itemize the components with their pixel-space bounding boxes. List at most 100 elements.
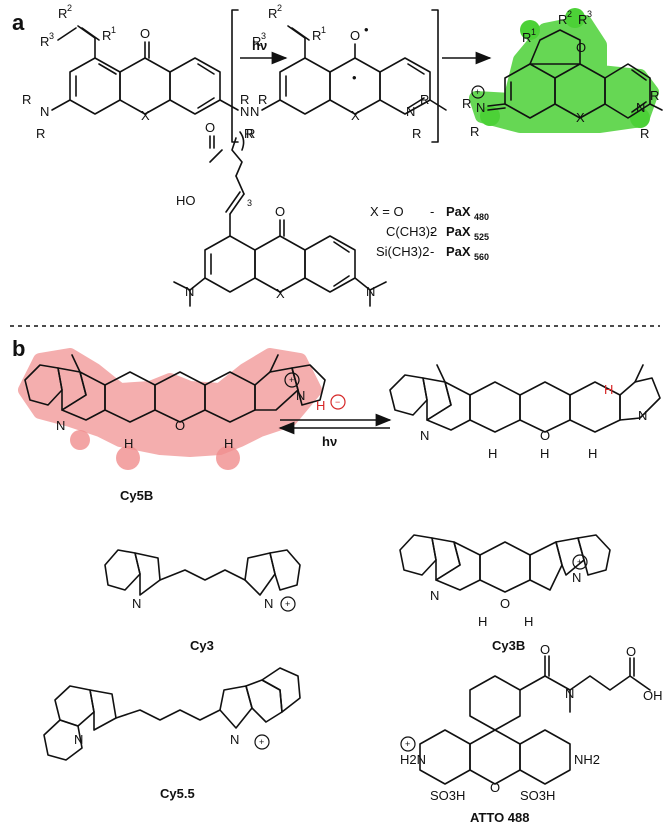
plus-charge-circle — [254, 734, 270, 750]
atom-r: R — [640, 126, 649, 141]
atom-r2: R — [58, 6, 67, 21]
pax560-sub: 560 — [474, 252, 489, 262]
atom-h: H — [588, 446, 597, 461]
oh-label: OH — [643, 688, 663, 703]
so3h-label: SO3H — [430, 788, 465, 803]
hv-label: hν — [252, 38, 267, 53]
x-equals-label: X = O — [370, 204, 404, 219]
dash: - — [430, 224, 434, 239]
plus-sign: + — [285, 599, 290, 609]
atom-r: R — [246, 126, 255, 141]
minus-sign: − — [335, 397, 340, 407]
dash: - — [430, 244, 434, 259]
atom-n-plus: N — [230, 732, 239, 747]
atom-r3: R — [578, 12, 587, 27]
atom-h: H — [488, 446, 497, 461]
atom-r: R — [22, 92, 31, 107]
ho-label: HO — [176, 193, 196, 208]
caption-cy3b: Cy3B — [492, 638, 525, 653]
atom-n-plus: N — [476, 100, 485, 115]
atom-o: O — [140, 26, 150, 41]
atom-r2-sup: 2 — [67, 3, 72, 13]
atom-n-right: N — [240, 104, 249, 119]
atom-n: N — [636, 100, 645, 115]
subscript-3: 3 — [247, 198, 252, 208]
atom-x: X — [141, 108, 150, 123]
atom-o: O — [576, 40, 586, 55]
xanthene-product — [487, 29, 663, 119]
bracket-right — [431, 9, 439, 143]
atom-n: N — [185, 284, 194, 299]
radical-dot: • — [364, 22, 369, 37]
atom-n: N — [430, 588, 439, 603]
atom-r: R — [412, 126, 421, 141]
atom-r3-sup: 3 — [49, 31, 54, 41]
atom-o: O — [275, 204, 285, 219]
atom-o: O — [540, 642, 550, 657]
atom-r: R — [258, 92, 267, 107]
atom-r: R — [650, 88, 659, 103]
minus-charge-circle — [330, 394, 346, 410]
plus-sign: + — [259, 737, 264, 747]
cy3-structure — [104, 549, 301, 596]
atom-r1-sup: 1 — [321, 25, 326, 35]
atom-n: N — [250, 104, 259, 119]
atom-n: N — [420, 428, 429, 443]
atom-r1: R — [522, 30, 531, 45]
pax525-name: PaX — [446, 224, 471, 239]
atom-r: R — [470, 124, 479, 139]
atom-h: H — [124, 436, 133, 451]
atom-n: N — [74, 732, 83, 747]
atom-r: R — [240, 92, 249, 107]
atom-n: N — [366, 284, 375, 299]
panel-a-label: a — [12, 10, 25, 35]
atom-r2-sup: 2 — [277, 3, 282, 13]
atom-r1-sup: 1 — [111, 25, 116, 35]
atom-o: O — [205, 120, 215, 135]
atom-r1: R — [312, 28, 321, 43]
pax480-sub: 480 — [474, 212, 489, 222]
pax525-sub: 525 — [474, 232, 489, 242]
bracket-left — [231, 9, 239, 143]
plus-sign: + — [289, 375, 294, 385]
plus-charge-circle — [572, 554, 588, 570]
atom-r: R — [462, 96, 471, 111]
radical-dot: • — [352, 70, 357, 85]
atom-o: O — [490, 780, 500, 795]
atom-n-plus: N — [296, 388, 305, 403]
x-cme2: C(CH3)2 — [386, 224, 437, 239]
atom-h: H — [540, 446, 549, 461]
plus-sign: + — [577, 557, 582, 567]
reduced-cy5b-structure — [389, 364, 661, 433]
hv-label: hν — [322, 434, 337, 449]
plus-charge-circle — [284, 372, 300, 388]
atom-n: N — [406, 104, 415, 119]
atom-r3-sup: 3 — [261, 31, 266, 41]
atom-r3: R — [252, 34, 261, 49]
caption-cy55: Cy5.5 — [160, 786, 195, 801]
caption-atto488: ATTO 488 — [470, 810, 529, 825]
pax-structure — [173, 131, 387, 307]
plus-charge-circle — [400, 736, 416, 752]
atom-h: H — [478, 614, 487, 629]
plus-sign: + — [405, 739, 410, 749]
atom-n: N — [56, 418, 65, 433]
hydride-h: H — [316, 398, 325, 413]
nh2-label: NH2 — [574, 752, 600, 767]
atom-n: N — [638, 408, 647, 423]
atom-r3: R — [40, 34, 49, 49]
atom-r3-sup: 3 — [587, 9, 592, 19]
atom-h: H — [524, 614, 533, 629]
h2n-label: H2N — [400, 752, 426, 767]
atom-x: X — [576, 110, 585, 125]
plus-sign: + — [475, 87, 480, 97]
pax480-name: PaX — [446, 204, 471, 219]
atom-r: R — [420, 92, 429, 107]
atto488-structure — [419, 655, 651, 785]
atom-r2: R — [268, 6, 277, 21]
plus-charge-circle — [471, 85, 485, 99]
atom-o: O — [500, 596, 510, 611]
atom-o: O — [350, 28, 360, 43]
cy5b-structure — [24, 354, 326, 423]
